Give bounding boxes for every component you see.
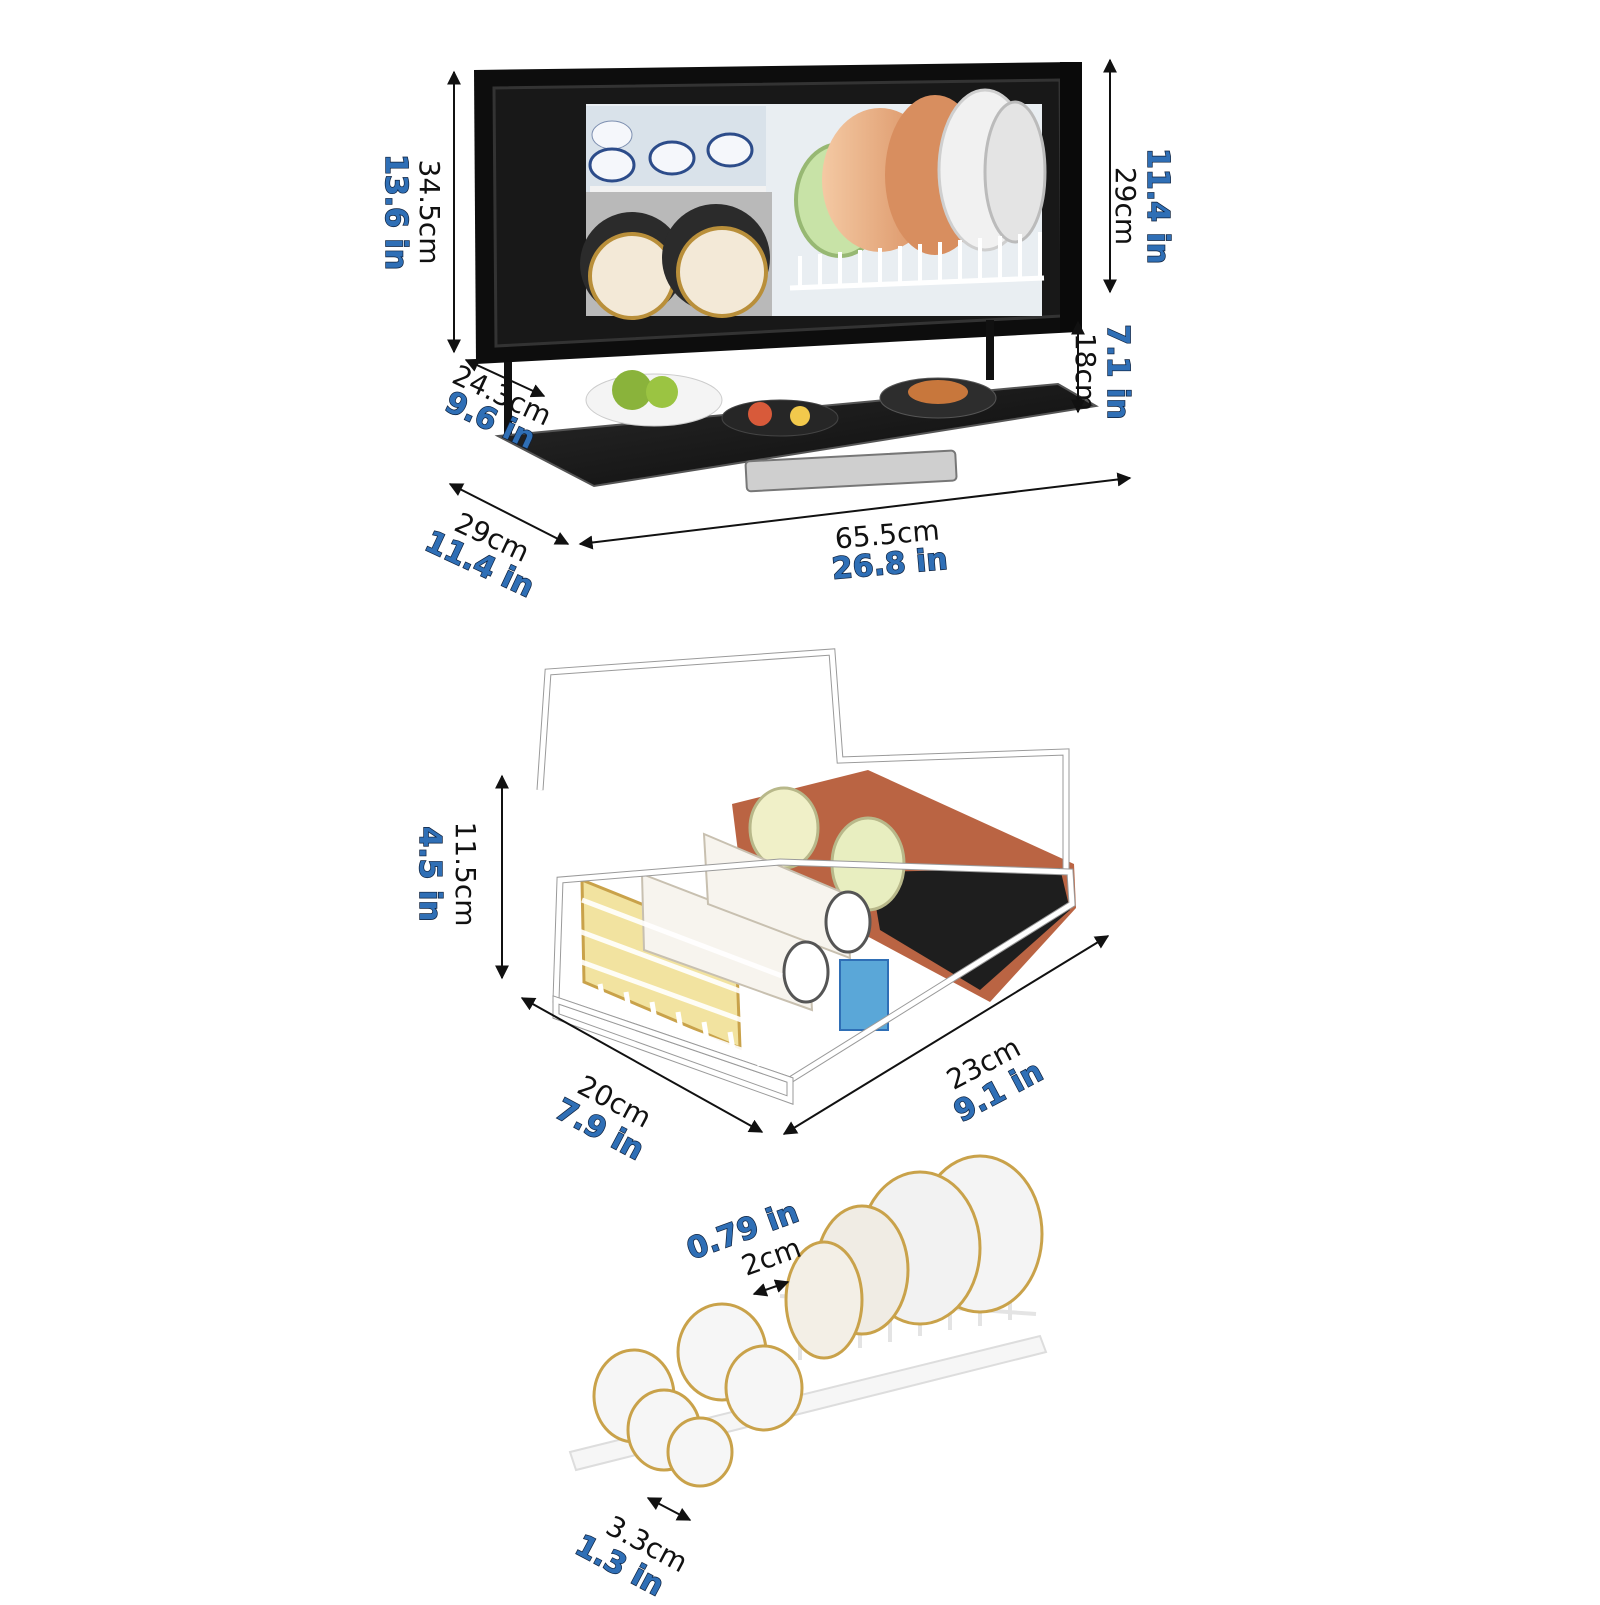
foot-label: 3.3cm 1.3 in — [568, 1509, 693, 1604]
cabinet-height-label: 34.5cm 13.6 in — [377, 153, 446, 271]
basket-depth-arrow — [520, 997, 764, 1133]
upper-height-in: 11.4 in — [1140, 148, 1175, 264]
gap-cm: 18cm — [1069, 333, 1102, 411]
basket-height-cm: 11.5cm — [449, 821, 482, 926]
cabinet-depth-arrow — [464, 358, 546, 398]
shelf-depth-arrow — [448, 483, 570, 545]
cup-illustration — [748, 786, 820, 870]
basket-depth-label: 20cm 7.9 in — [548, 1069, 656, 1169]
shelf-depth-label: 29cm 11.4 in — [419, 506, 540, 606]
gap-in: 7.1 in — [1100, 324, 1135, 419]
upper-height-cm: 29cm — [1109, 167, 1142, 245]
slot-gap-arrow — [752, 1279, 790, 1297]
gap-label: 7.1 in 18cm — [1069, 324, 1136, 421]
cups-illustration — [586, 106, 766, 192]
rack-dimension-lines — [646, 1279, 790, 1521]
wall-cabinet-drawing — [474, 62, 1099, 493]
basket-dimension-lines — [495, 774, 1110, 1135]
plates-illustration — [789, 88, 1047, 291]
foot-arrow — [646, 1497, 692, 1521]
basket-height-in: 4.5 in — [412, 826, 447, 921]
dish-rack-drawing — [568, 1154, 1048, 1488]
width-arrow — [578, 472, 1132, 550]
cabinet-height-cm: 34.5cm — [413, 159, 446, 264]
basket-height-label: 11.5cm 4.5 in — [411, 821, 482, 926]
cabinet-dimension-lines — [447, 58, 1132, 550]
upper-height-label: 11.4 in 29cm — [1109, 147, 1176, 265]
cabinet-leg-left — [504, 362, 512, 438]
width-label: 65.5cm 26.8 in — [830, 514, 950, 588]
cabinet-leg-right — [986, 320, 994, 380]
under-shelf-basket-drawing — [536, 648, 1076, 1105]
basket-width-label: 23cm 9.1 in — [941, 1031, 1049, 1131]
cabinet-height-in: 13.6 in — [378, 154, 413, 270]
chopsticks-illustration — [870, 868, 1070, 990]
basket-width-arrow — [782, 935, 1110, 1135]
bowls-illustration — [580, 192, 772, 320]
